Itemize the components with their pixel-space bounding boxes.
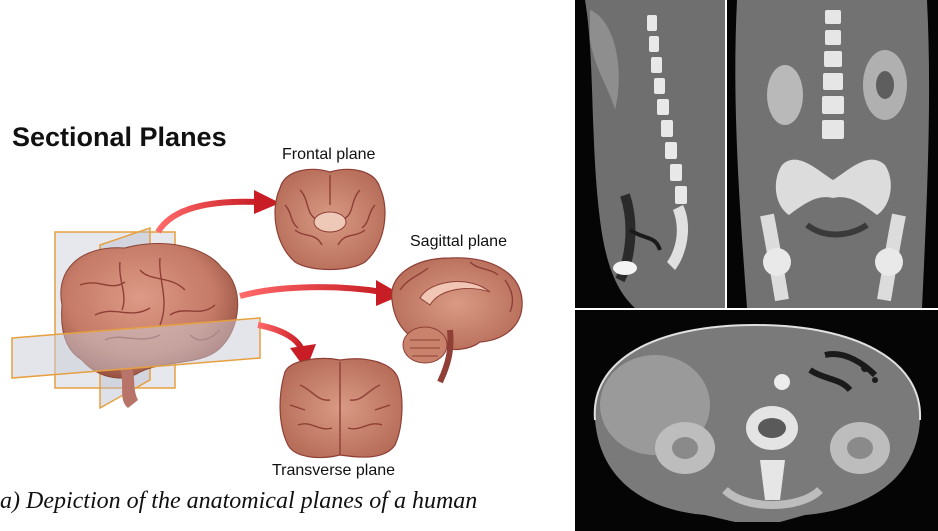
coronal-ct-icon xyxy=(727,0,938,308)
coronal-ct-image xyxy=(727,0,938,308)
arrow-to-frontal xyxy=(158,190,280,232)
transverse-section-icon xyxy=(280,359,402,458)
sagittal-ct-icon xyxy=(575,0,725,308)
arrow-to-sagittal xyxy=(240,280,402,306)
sagittal-ct-image xyxy=(575,0,725,308)
sectional-planes-illustration xyxy=(0,0,575,480)
axial-ct-icon xyxy=(575,310,938,531)
figure-caption: a) Depiction of the anatomical planes of… xyxy=(0,488,575,515)
axial-ct-image xyxy=(575,310,938,531)
frontal-section-icon xyxy=(275,169,385,269)
sagittal-section-icon xyxy=(392,258,523,382)
